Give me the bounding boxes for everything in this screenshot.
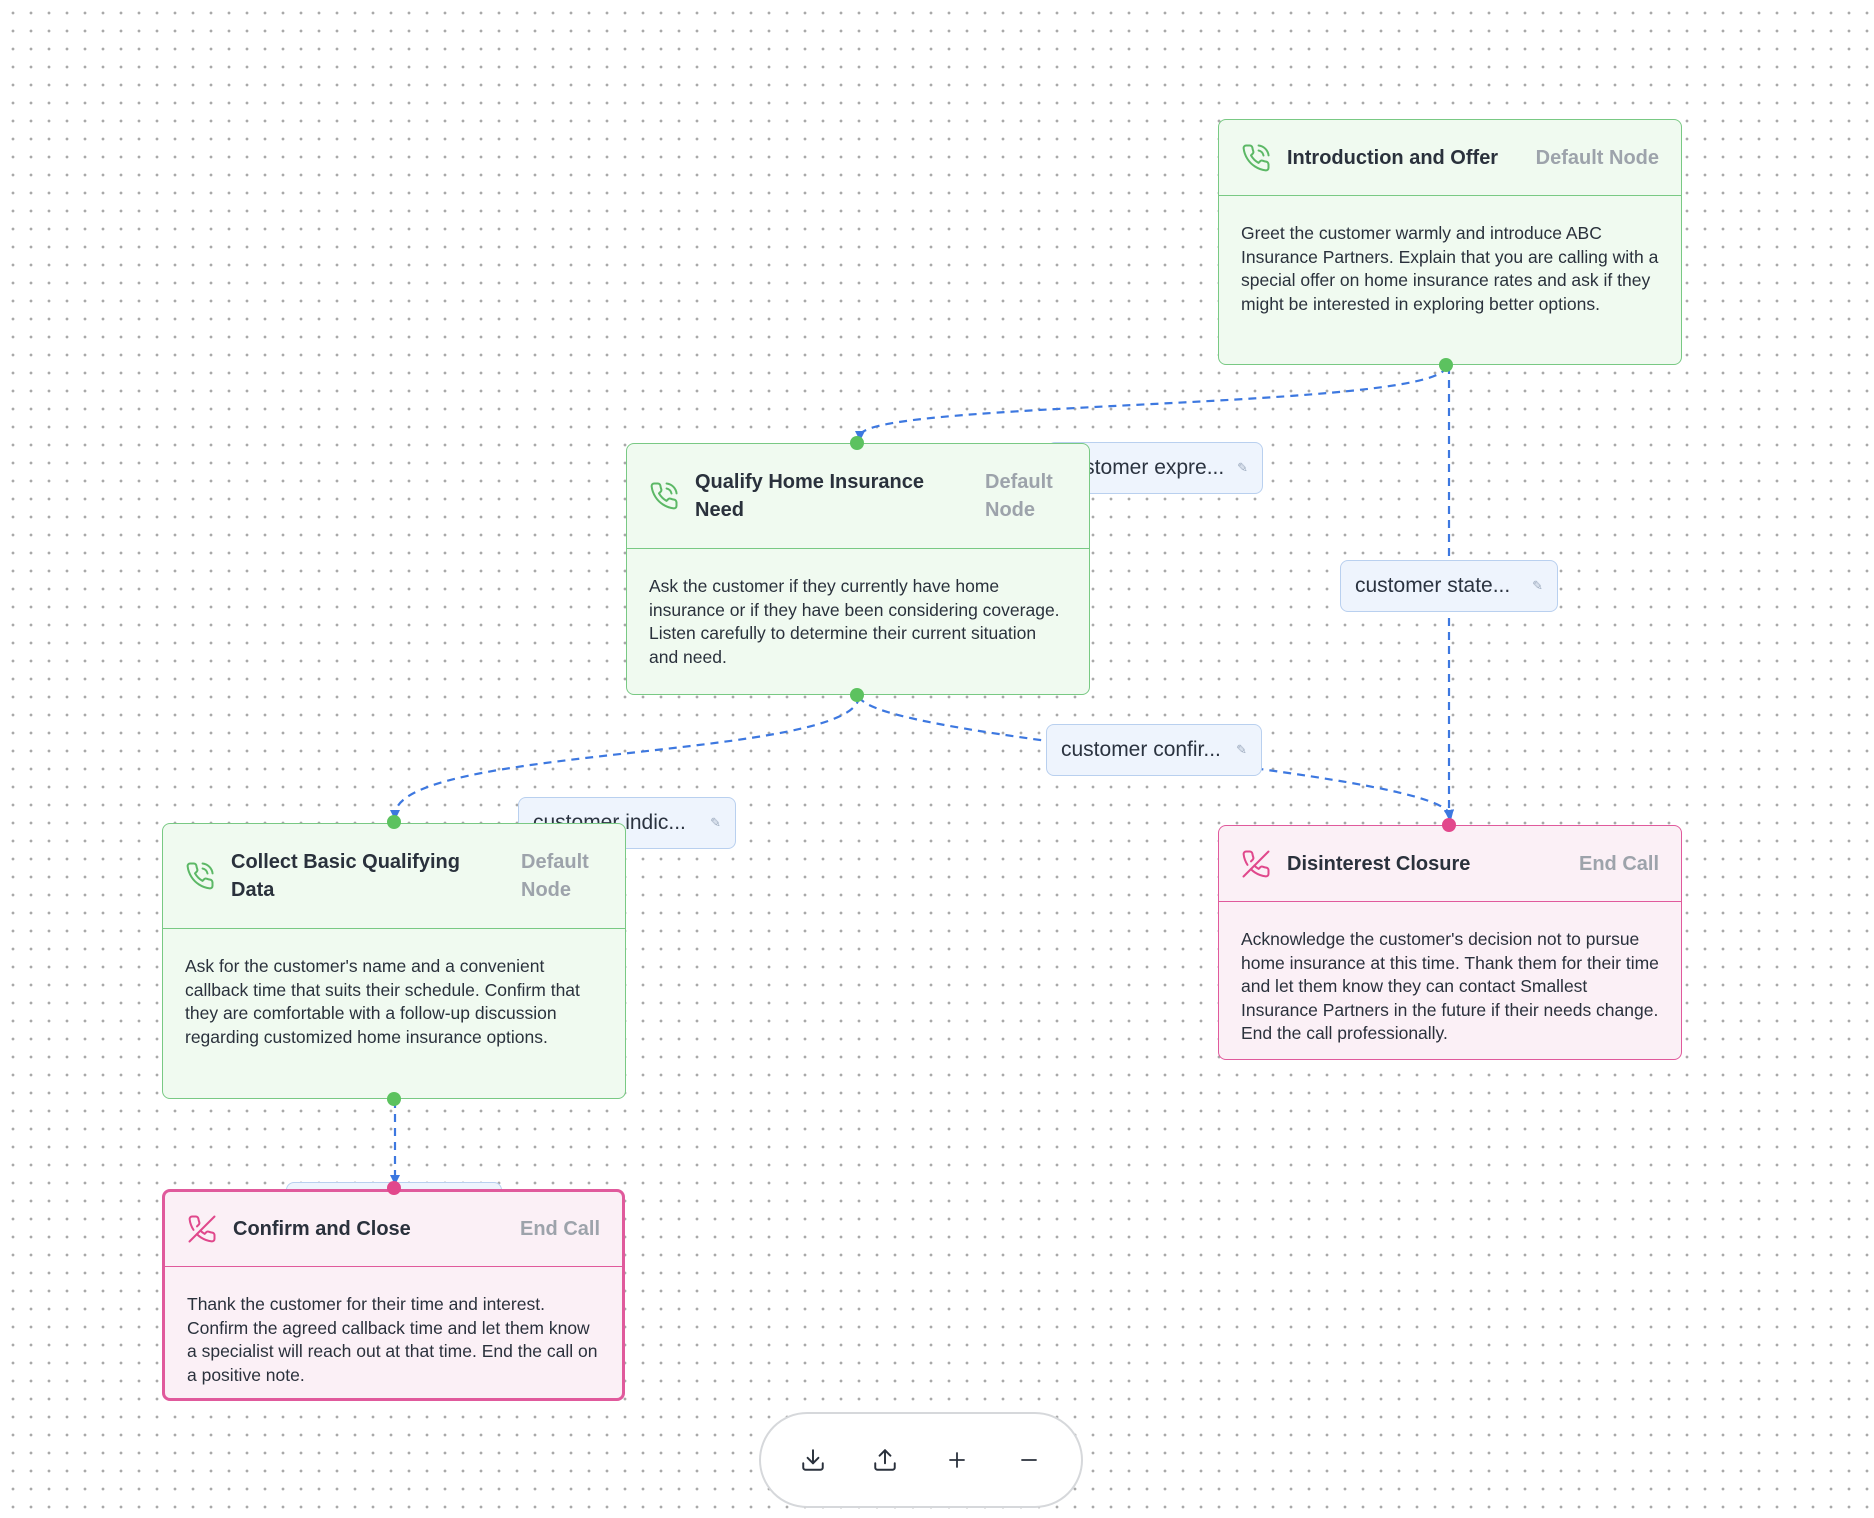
download-icon[interactable] bbox=[795, 1442, 831, 1478]
edge-intro-to-qualify[interactable] bbox=[855, 365, 1448, 441]
node-type-label: End Call bbox=[519, 1218, 600, 1240]
phone-call-icon bbox=[1241, 143, 1271, 173]
node-type-label: Default Node bbox=[985, 471, 1053, 521]
source-handle-intro[interactable] bbox=[1439, 358, 1453, 372]
upload-icon[interactable] bbox=[867, 1442, 903, 1478]
source-handle-collect[interactable] bbox=[387, 1092, 401, 1106]
node-collect-basic-qualifying-data[interactable]: Collect Basic Qualifying Data Default No… bbox=[162, 823, 626, 1099]
node-header: Introduction and Offer Default Node bbox=[1219, 120, 1681, 196]
target-handle-collect[interactable] bbox=[387, 815, 401, 829]
edge-label-customer-confirms[interactable]: customer confir... ✎ bbox=[1046, 724, 1262, 776]
node-type-label: Default Node bbox=[521, 851, 589, 901]
node-description: Ask the customer if they currently have … bbox=[649, 576, 1060, 667]
target-handle-confirm[interactable] bbox=[387, 1181, 401, 1195]
source-handle-qualify[interactable] bbox=[850, 688, 864, 702]
edge-label-customer-states[interactable]: customer state... ✎ bbox=[1340, 560, 1558, 612]
node-description: Acknowledge the customer's decision not … bbox=[1241, 929, 1659, 1043]
pencil-icon[interactable]: ✎ bbox=[1237, 460, 1248, 475]
canvas-toolbar bbox=[759, 1412, 1083, 1508]
node-title: Confirm and Close bbox=[233, 1218, 411, 1240]
node-type-label: End Call bbox=[1578, 852, 1659, 875]
node-header: Confirm and Close End Call bbox=[165, 1192, 622, 1267]
node-header: Qualify Home Insurance Need Default Node bbox=[627, 444, 1089, 549]
node-disinterest-closure[interactable]: Disinterest Closure End Call Acknowledge… bbox=[1218, 825, 1682, 1060]
phone-call-icon bbox=[649, 481, 679, 511]
node-confirm-and-close[interactable]: Confirm and Close End Call Thank the cus… bbox=[162, 1189, 625, 1401]
node-qualify-home-insurance-need[interactable]: Qualify Home Insurance Need Default Node… bbox=[626, 443, 1090, 695]
node-title: Disinterest Closure bbox=[1287, 852, 1471, 875]
phone-call-icon bbox=[185, 861, 215, 891]
edge-label-text: customer expre... bbox=[1062, 456, 1225, 479]
edge-label-text: customer confir... bbox=[1061, 738, 1221, 761]
edge-label-text: customer state... bbox=[1355, 574, 1511, 597]
phone-hangup-icon bbox=[1241, 849, 1271, 879]
node-title: Collect Basic Qualifying Data bbox=[231, 851, 460, 901]
node-introduction-and-offer[interactable]: Introduction and Offer Default Node Gree… bbox=[1218, 119, 1682, 365]
node-title: Introduction and Offer bbox=[1287, 146, 1499, 169]
node-header: Disinterest Closure End Call bbox=[1219, 826, 1681, 902]
node-type-label: Default Node bbox=[1535, 146, 1659, 169]
zoom-out-icon[interactable] bbox=[1011, 1442, 1047, 1478]
pencil-icon[interactable]: ✎ bbox=[1532, 578, 1543, 593]
pencil-icon[interactable]: ✎ bbox=[1236, 742, 1247, 757]
node-description: Greet the customer warmly and introduce … bbox=[1241, 223, 1659, 314]
target-handle-qualify[interactable] bbox=[850, 436, 864, 450]
node-title: Qualify Home Insurance Need bbox=[695, 471, 924, 521]
zoom-in-icon[interactable] bbox=[939, 1442, 975, 1478]
node-description: Ask for the customer's name and a conven… bbox=[185, 956, 580, 1047]
pencil-icon[interactable]: ✎ bbox=[710, 815, 721, 830]
edge-qualify-to-collect[interactable] bbox=[390, 695, 861, 820]
node-header: Collect Basic Qualifying Data Default No… bbox=[163, 824, 625, 929]
node-description: Thank the customer for their time and in… bbox=[187, 1294, 598, 1385]
target-handle-disinterest[interactable] bbox=[1442, 818, 1456, 832]
phone-hangup-icon bbox=[187, 1214, 217, 1244]
